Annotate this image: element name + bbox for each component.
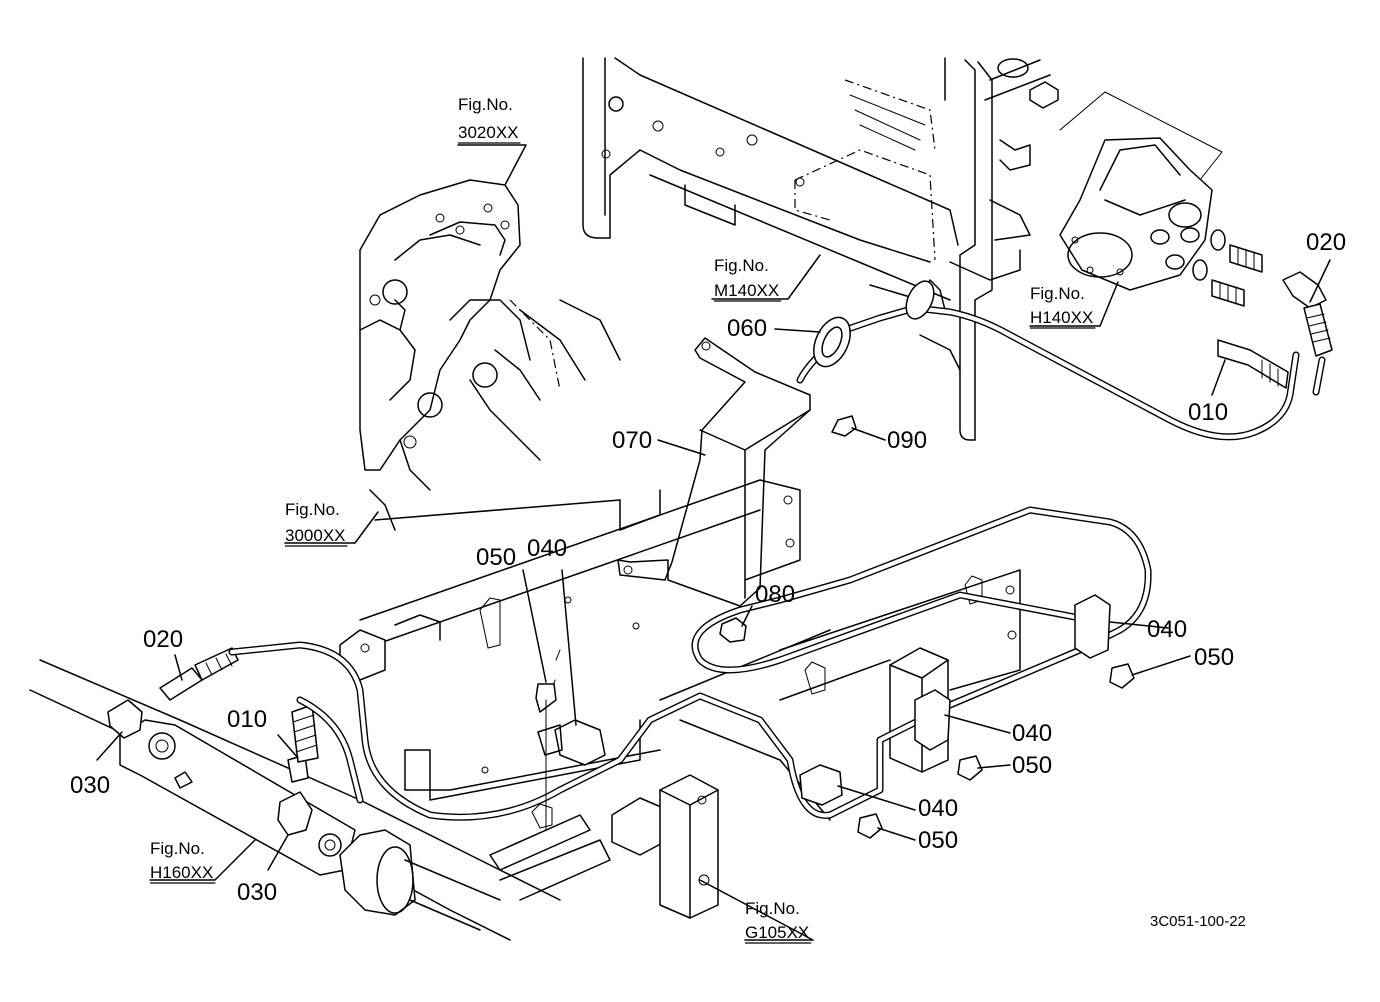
clamps-and-bolts bbox=[535, 280, 1135, 839]
leader-lines bbox=[96, 144, 1331, 941]
fig-ref-3000-code: 3000XX bbox=[285, 526, 346, 545]
part-number-labels: 020 010 060 090 070 080 050 040 040 050 … bbox=[70, 229, 1346, 906]
part-label-040-top: 040 bbox=[527, 535, 567, 562]
frame-drawing bbox=[582, 57, 1059, 441]
fig-ref-m140-caption: Fig.No. bbox=[714, 256, 769, 275]
part-label-060: 060 bbox=[727, 315, 767, 342]
fig-ref-3020-caption: Fig.No. bbox=[458, 95, 513, 114]
part-label-010-right: 010 bbox=[1188, 399, 1228, 426]
part-label-070: 070 bbox=[612, 427, 652, 454]
drawing-number: 3C051-100-22 bbox=[1150, 913, 1246, 930]
part-label-050-right3: 050 bbox=[918, 827, 958, 854]
part-label-050-top: 050 bbox=[476, 544, 516, 571]
fig-ref-g105-caption: Fig.No. bbox=[745, 899, 800, 918]
cylinder-drawing bbox=[29, 647, 561, 941]
fig-ref-3020-code: 3020XX bbox=[458, 123, 519, 142]
part-label-050-right2: 050 bbox=[1012, 752, 1052, 779]
fig-ref-m140-code: M140XX bbox=[714, 281, 779, 300]
fig-ref-g105-code: G105XX bbox=[745, 923, 809, 942]
fig-ref-h140-code: H140XX bbox=[1030, 308, 1093, 327]
part-label-030-left: 030 bbox=[70, 772, 110, 799]
part-label-040-right3: 040 bbox=[918, 795, 958, 822]
fig-ref-h160-code: H160XX bbox=[150, 863, 213, 882]
part-label-040-right2: 040 bbox=[1012, 720, 1052, 747]
part-label-020-left: 020 bbox=[143, 626, 183, 653]
fig-ref-h160-caption: Fig.No. bbox=[150, 839, 205, 858]
fig-ref-h140-caption: Fig.No. bbox=[1030, 284, 1085, 303]
part-label-080: 080 bbox=[755, 581, 795, 608]
hose-routing bbox=[228, 304, 1326, 821]
fig-ref-3000-caption: Fig.No. bbox=[285, 500, 340, 519]
part-label-050-right1: 050 bbox=[1194, 644, 1234, 671]
figure-references: Fig.No. 3020XX Fig.No. 3000XX Fig.No. M1… bbox=[150, 95, 1096, 944]
part-label-090: 090 bbox=[887, 427, 927, 454]
steering-unit-drawing bbox=[1059, 91, 1333, 389]
part-label-010-left: 010 bbox=[227, 706, 267, 733]
engine-drawing bbox=[359, 179, 621, 531]
part-label-030-bottom: 030 bbox=[237, 879, 277, 906]
part-label-020-right: 020 bbox=[1306, 229, 1346, 256]
part-label-040-right1: 040 bbox=[1147, 616, 1187, 643]
hose-guide-drawing bbox=[617, 337, 811, 607]
